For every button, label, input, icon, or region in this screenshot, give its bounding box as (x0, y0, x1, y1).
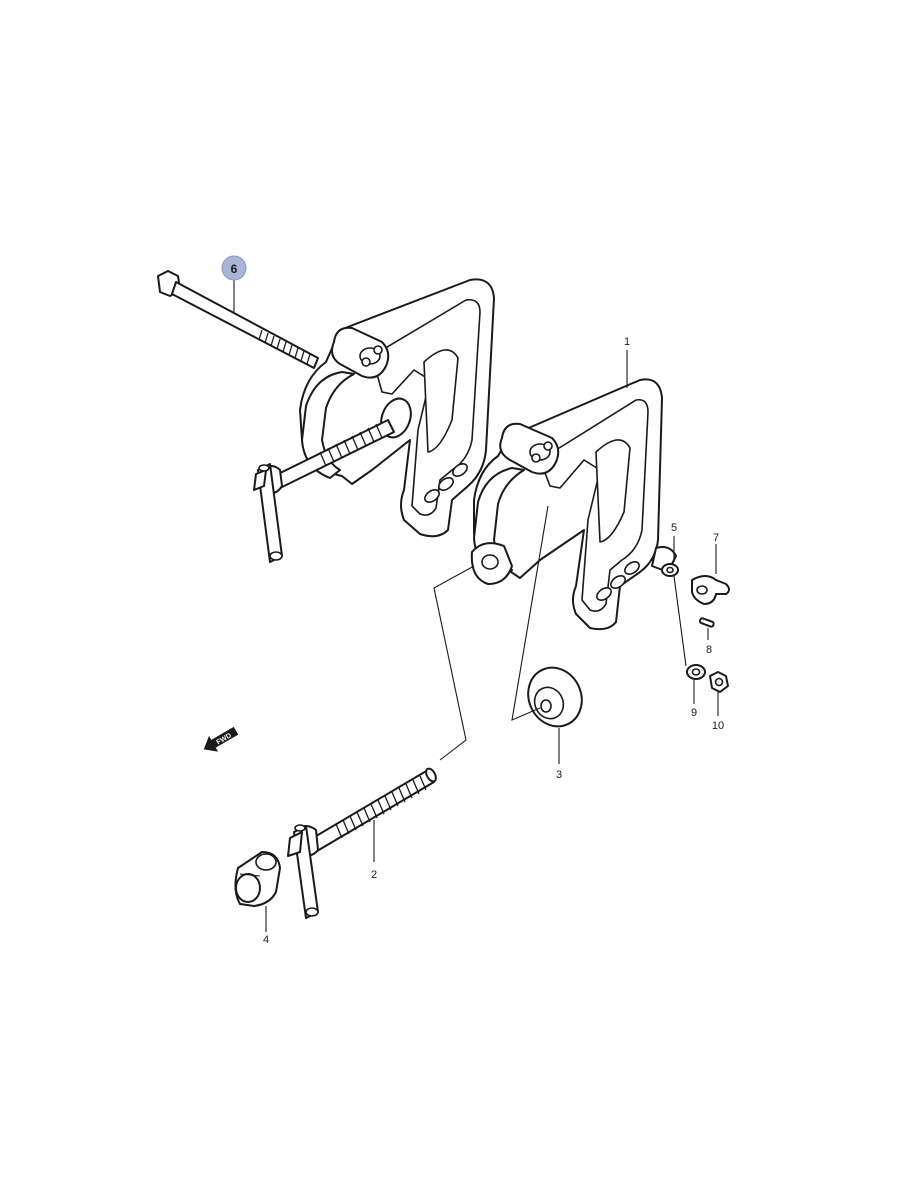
callout-5[interactable]: 5 (671, 522, 677, 534)
nut-part-10 (709, 671, 729, 693)
callout-8[interactable]: 8 (706, 644, 712, 656)
fwd-arrow-icon: FWD (203, 726, 239, 752)
callout-leader-lines (233, 280, 719, 932)
left-clamp-screw (253, 419, 395, 563)
callout-3[interactable]: 3 (556, 769, 562, 781)
right-clamp-bracket (470, 378, 677, 631)
callout-10[interactable]: 10 (712, 720, 724, 732)
bushing-part (234, 851, 281, 907)
long-bolt-part (157, 270, 319, 369)
pin-part-8 (698, 617, 715, 628)
callout-7[interactable]: 7 (713, 532, 719, 544)
clamp-pad-part (527, 666, 583, 728)
clamp-screw-part (287, 767, 437, 919)
callout-4[interactable]: 4 (263, 934, 269, 946)
fwd-label: FWD (216, 732, 233, 746)
assembly-guide-lines (433, 505, 687, 761)
wing-nut-part-7 (691, 575, 730, 605)
callout-1[interactable]: 1 (624, 336, 630, 348)
left-clamp-bracket (299, 278, 495, 538)
washer-part-5 (661, 563, 679, 577)
callout-9[interactable]: 9 (691, 707, 697, 719)
callout-6[interactable]: 6 (231, 262, 238, 276)
callout-6-highlight (221, 255, 247, 281)
callout-2[interactable]: 2 (371, 869, 377, 881)
washer-part-9 (686, 664, 706, 680)
